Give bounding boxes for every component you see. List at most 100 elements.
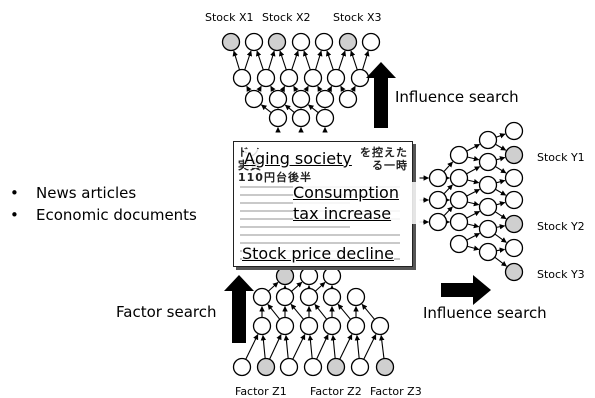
stock-y-node xyxy=(428,190,448,210)
factor-z-node xyxy=(322,266,342,286)
graph-edge xyxy=(314,281,326,292)
factor-z-node xyxy=(275,316,295,336)
stock-x-node xyxy=(315,89,335,109)
factor-z3-label: Factor Z3 xyxy=(370,385,422,398)
graph-edge xyxy=(339,334,353,360)
stock-y-node xyxy=(449,190,469,210)
graph-edge xyxy=(494,165,507,174)
stock-y-node xyxy=(449,234,469,254)
graph-edge xyxy=(466,210,481,219)
stock-y-node xyxy=(478,130,498,150)
stock-y-node xyxy=(504,168,524,188)
graph-edge xyxy=(495,143,507,151)
graph-edge xyxy=(379,334,385,359)
graph-edge xyxy=(308,104,319,114)
stock-x-node xyxy=(326,68,346,88)
factor-z-node xyxy=(275,287,295,307)
influence-search-right-label: Influence search xyxy=(423,304,547,322)
doc-header-line2-right: る一時 xyxy=(372,159,408,172)
graph-edge xyxy=(466,232,481,241)
graph-edge xyxy=(443,184,453,195)
graph-edge xyxy=(232,50,241,71)
stock-x-node xyxy=(291,89,311,109)
stock-y1-label: Stock Y1 xyxy=(537,151,585,164)
graph-edge xyxy=(283,334,290,359)
graph-edge xyxy=(363,334,377,360)
graph-edge xyxy=(349,50,358,71)
graph-edge xyxy=(354,334,361,359)
graph-edge xyxy=(443,206,453,217)
keyword-aging-society: Aging society xyxy=(244,149,352,168)
graph-edge xyxy=(467,245,480,251)
graph-edge xyxy=(245,334,259,360)
stock-x-node xyxy=(279,68,299,88)
doc-text-line xyxy=(240,242,400,244)
stock-x-node xyxy=(268,108,288,128)
graph-edge xyxy=(290,303,305,320)
graph-edge xyxy=(269,334,282,360)
graph-edge xyxy=(496,156,506,162)
factor-z-node xyxy=(299,316,319,336)
factor-z-node xyxy=(350,357,370,377)
stock-y-node xyxy=(428,212,448,232)
graph-edge xyxy=(256,85,262,92)
stock-y2-label: Stock Y2 xyxy=(537,220,585,233)
stock-y-node xyxy=(504,121,524,141)
graph-edge xyxy=(292,334,306,360)
graph-edge xyxy=(443,161,454,173)
influence-up-arrow xyxy=(366,62,396,128)
graph-edge xyxy=(244,50,253,71)
stock-y-node xyxy=(449,145,469,165)
graph-edge xyxy=(291,50,300,71)
stock-x-node xyxy=(291,32,311,52)
stock-y3-label: Stock Y3 xyxy=(537,268,585,281)
stock-x-node xyxy=(232,68,252,88)
graph-edge xyxy=(293,85,299,92)
graph-edge xyxy=(337,303,352,320)
factor-z-node xyxy=(370,316,390,336)
graph-edge xyxy=(330,334,337,359)
factor-z-node xyxy=(279,357,299,377)
factor-search-label: Factor search xyxy=(116,303,217,321)
graph-edge xyxy=(467,222,480,229)
keyword-consumption-tax: Consumption tax increase xyxy=(293,182,423,224)
factor-z-node xyxy=(252,316,272,336)
factor-z-node xyxy=(299,266,319,286)
stock-x-node xyxy=(221,32,241,52)
factor-z2-label: Factor Z2 xyxy=(310,385,362,398)
factor-up-arrow xyxy=(224,275,254,343)
graph-edge xyxy=(494,256,507,267)
graph-edge xyxy=(246,85,252,92)
graph-edge xyxy=(302,50,311,71)
graph-edge xyxy=(278,50,287,71)
graph-edge xyxy=(255,50,264,71)
source-list-item: •News articles xyxy=(10,184,137,202)
doc-header-line3: 110円台後半 xyxy=(238,171,312,184)
factor-z-node xyxy=(346,287,366,307)
graph-edge xyxy=(326,85,333,93)
graph-edge xyxy=(267,50,276,71)
stock-x-node xyxy=(303,68,323,88)
graph-edge xyxy=(267,304,281,320)
factor-z-node xyxy=(346,316,366,336)
graph-edge xyxy=(325,50,334,71)
graph-edge xyxy=(496,201,506,207)
graph-edge xyxy=(284,104,295,114)
graph-edge xyxy=(314,50,323,71)
graph-edge xyxy=(303,85,309,92)
doc-header-right: を控えた xyxy=(360,146,408,159)
factor-z-node xyxy=(252,287,272,307)
influence-search-top-label: Influence search xyxy=(395,88,519,106)
stock-y-node xyxy=(478,175,498,195)
graph-edge xyxy=(496,247,506,253)
graph-edge xyxy=(338,50,347,71)
doc-text-line xyxy=(240,226,350,228)
factor-z-node xyxy=(299,287,319,307)
factor-z-node xyxy=(322,316,342,336)
doc-text-line xyxy=(240,234,400,236)
stock-y-node xyxy=(504,190,524,210)
factor-z-node xyxy=(275,266,295,286)
graph-edge xyxy=(350,85,356,92)
